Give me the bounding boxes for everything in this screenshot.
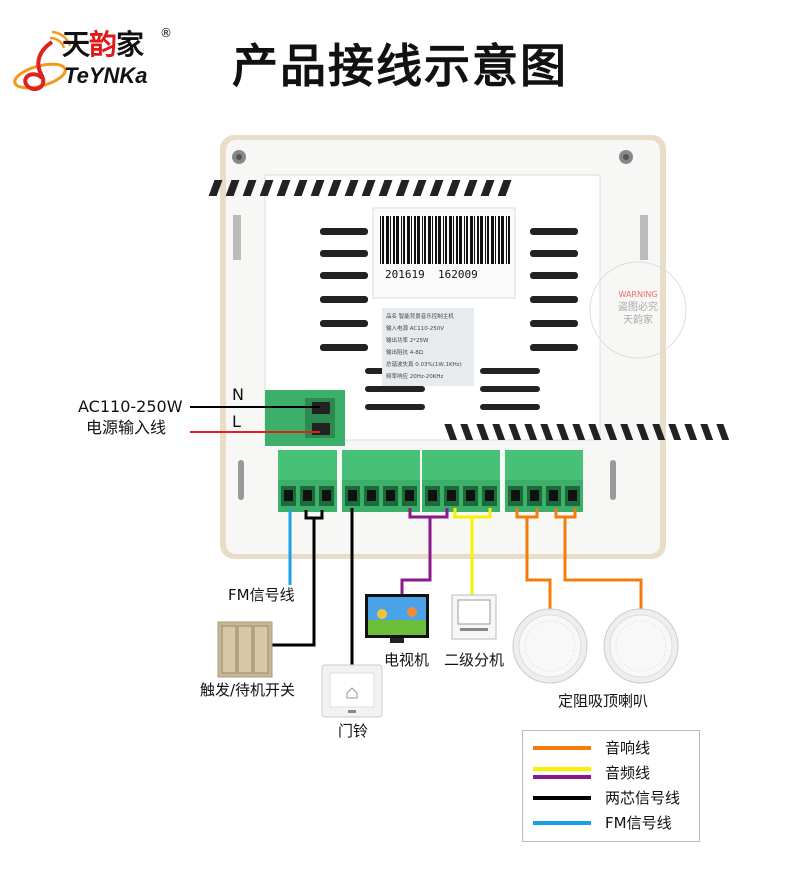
terminal-blocks (278, 450, 583, 512)
spec-label-text: 品名 智能背景音乐控制主机输入电源 AC110-250V 输出功率 2*25W 输出… (386, 311, 462, 383)
switch-label: 触发/待机开关 (200, 681, 296, 699)
legend-item-signal-wire: 两芯信号线 (533, 789, 680, 807)
power-input-label: 电源输入线 (86, 418, 167, 437)
doorbell-label: 门铃 (338, 722, 369, 740)
extension-wire (453, 508, 492, 597)
terminal-block (278, 450, 337, 512)
music-note-logo-icon (13, 30, 72, 92)
legend-item-fm-wire: FM信号线 (533, 814, 672, 832)
tv-label: 电视机 (384, 651, 430, 669)
brand-logo (12, 30, 72, 100)
tv-wire (400, 508, 449, 597)
trigger-switch-icon (217, 621, 273, 678)
speakers-label: 定阻吸顶喇叭 (558, 692, 649, 710)
tv-icon (365, 594, 429, 643)
terminal-block (422, 450, 500, 512)
terminal-block (342, 450, 420, 512)
registered-mark: ® (160, 26, 172, 40)
spec-row: 输出阻抗 4-8Ω (386, 350, 423, 356)
speaker2-wire (554, 508, 643, 610)
spec-label (382, 308, 474, 386)
extension-label: 二级分机 (444, 651, 505, 669)
barcode-number: 201619 162009 (385, 268, 478, 281)
watermark-text: WARNING 盗图必究 天韵家 (618, 290, 658, 326)
spec-row: 频率响应 20Hz-20KHz (386, 374, 444, 380)
brand-name-en: TeYNKa (64, 63, 148, 88)
vent-slots (208, 180, 730, 440)
neutral-label: N (232, 385, 244, 404)
doorbell-icon (321, 664, 383, 718)
terminal-block (505, 450, 583, 512)
barcode (380, 216, 510, 264)
page-title: 产品接线示意图 (232, 39, 568, 93)
ceiling-speaker-icon (603, 608, 679, 684)
power-voltage-label: AC110-250W (78, 397, 183, 416)
spec-row: 输入电源 AC110-250V (386, 326, 444, 332)
extension-unit-icon (451, 594, 497, 640)
spec-row: 品名 智能背景音乐控制主机 (386, 314, 454, 320)
spec-row: 总谐波失真 0.03%(1W,1KHz) (386, 362, 462, 368)
legend-item-speaker-wire: 音响线 (533, 739, 650, 757)
watermark (589, 261, 687, 359)
spec-row: 输出功率 2*25W (386, 338, 429, 344)
switch-wire (272, 510, 324, 647)
legend: 音响线 音频线 两芯信号线 FM信号线 (522, 730, 700, 842)
legend-item-audio-wire: 音频线 (533, 764, 650, 782)
speaker1-wire (515, 508, 552, 610)
live-label: L (232, 412, 241, 431)
brand-name-cn: 天韵家 (62, 28, 144, 61)
ceiling-speaker-icon (512, 608, 588, 684)
fm-wire-label: FM信号线 (228, 586, 295, 604)
